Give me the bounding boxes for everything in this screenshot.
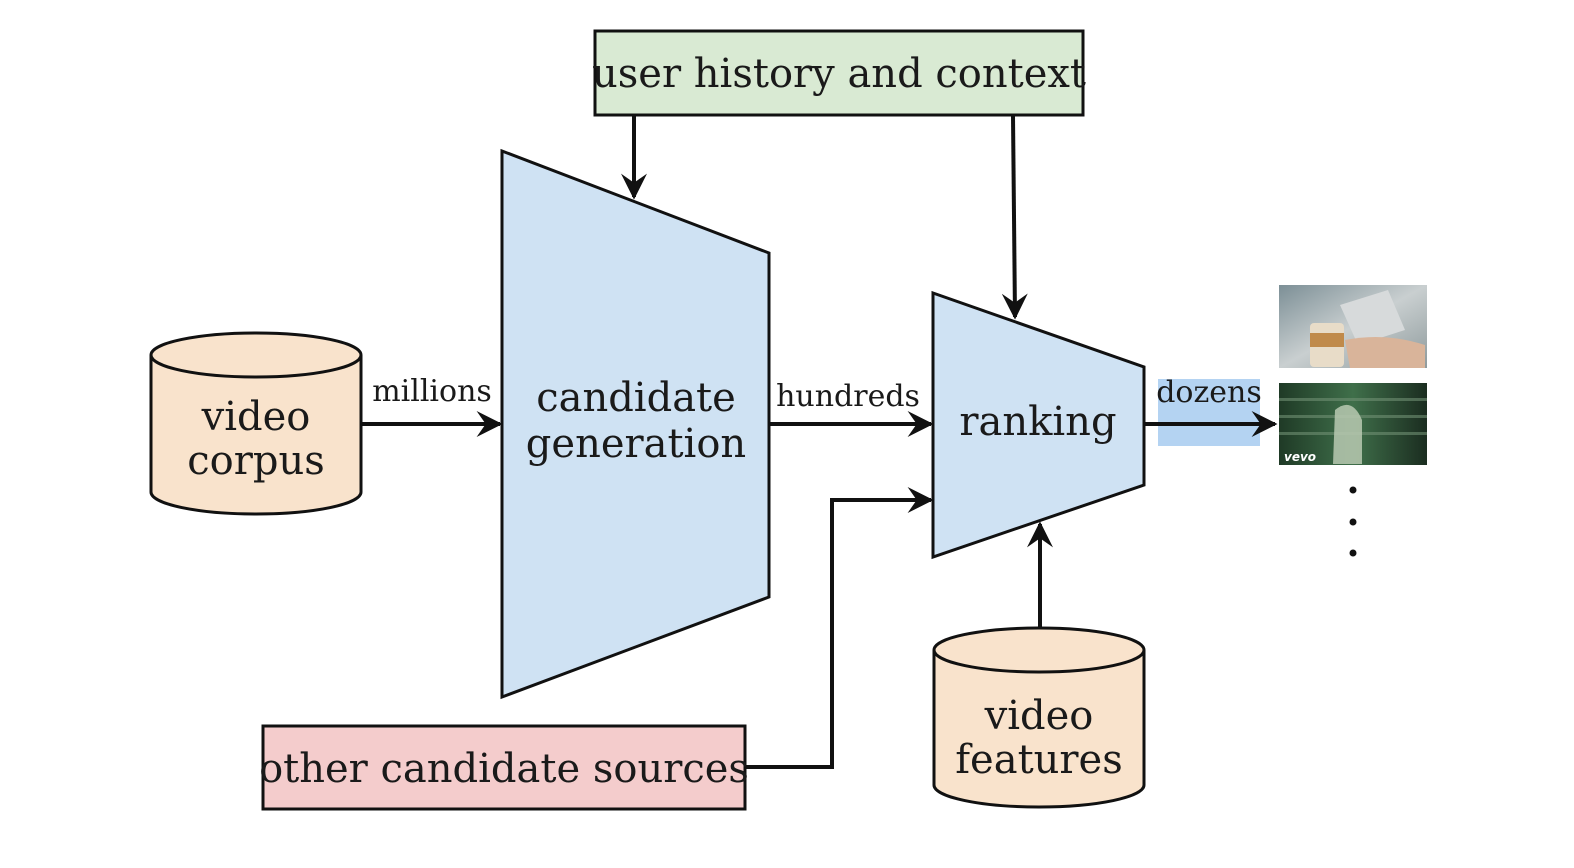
video-corpus-label-line2: corpus bbox=[187, 438, 325, 484]
other-sources-node: other candidate sources bbox=[259, 724, 749, 811]
video-corpus-node: video corpus bbox=[149, 331, 363, 516]
ranking-node: ranking bbox=[931, 290, 1146, 560]
candidate-generation-shape bbox=[500, 148, 771, 700]
ranking-label: ranking bbox=[959, 399, 1116, 445]
candidate-generation-label-line2: generation bbox=[526, 421, 746, 467]
edge-other-sources-to-ranking bbox=[745, 487, 934, 769]
user-history-node: user history and context bbox=[592, 29, 1086, 117]
video-corpus-body bbox=[149, 355, 363, 516]
edge-label-dozens: dozens bbox=[1156, 375, 1262, 410]
video-features-label-line2: features bbox=[955, 737, 1122, 783]
ranking-shape bbox=[931, 290, 1146, 560]
more-items-ellipsis-icon bbox=[1349, 486, 1357, 557]
video-features-node: video features bbox=[932, 626, 1146, 809]
video-features-top bbox=[932, 626, 1146, 674]
edge-label-hundreds: hundreds bbox=[776, 379, 920, 414]
user-history-box bbox=[593, 29, 1085, 117]
vevo-logo: vevo bbox=[1284, 450, 1316, 464]
candidate-generation-node: candidate generation bbox=[500, 148, 771, 700]
other-sources-box bbox=[261, 724, 747, 811]
video-corpus-label-line1: video bbox=[201, 394, 311, 440]
edges bbox=[362, 115, 1053, 769]
dozens-highlight bbox=[1158, 379, 1260, 446]
video-features-label-line1: video bbox=[984, 693, 1094, 739]
video-corpus-top bbox=[149, 331, 363, 379]
video-thumbnail-1 bbox=[1279, 285, 1427, 368]
candidate-generation-label-line1: candidate bbox=[536, 375, 736, 421]
edge-label-millions: millions bbox=[372, 374, 492, 409]
edge-history-to-ranking bbox=[1001, 115, 1028, 320]
other-sources-label: other candidate sources bbox=[259, 746, 749, 792]
video-features-body bbox=[932, 650, 1146, 809]
output-recommendations: vevo bbox=[1279, 285, 1427, 557]
video-thumbnail-2: vevo bbox=[1279, 383, 1427, 465]
user-history-label: user history and context bbox=[592, 51, 1086, 97]
